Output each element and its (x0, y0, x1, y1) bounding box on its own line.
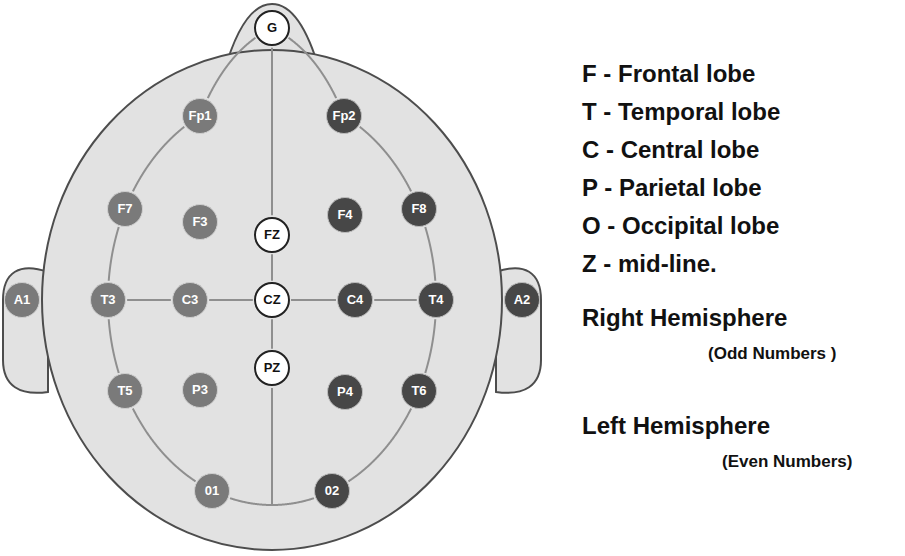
electrode-label: P3 (192, 383, 208, 397)
electrode-label: A2 (514, 293, 531, 307)
electrode-label: Fp2 (332, 109, 355, 123)
electrode: A2 (504, 282, 540, 318)
electrode: A1 (4, 282, 40, 318)
electrode-link (109, 227, 119, 281)
electrode-link (271, 48, 273, 215)
hemisphere-heading: Right Hemisphere (582, 304, 787, 332)
electrode: T6 (401, 373, 437, 409)
lobe-key: F - Frontal lobe (582, 60, 755, 88)
electrode-link (289, 38, 337, 98)
electrode-label: T5 (117, 384, 132, 398)
midline-electrode: G (254, 10, 290, 46)
midline-electrode: CZ (254, 282, 290, 318)
electrode-label: F7 (117, 202, 132, 216)
electrode: 02 (314, 473, 350, 509)
lobe-key: Z - mid-line. (582, 250, 717, 278)
electrode-label: G (267, 21, 277, 35)
electrode-label: F8 (411, 202, 426, 216)
electrode-label: C4 (347, 293, 364, 307)
electrode: C4 (337, 282, 373, 318)
hemisphere-note: (Odd Numbers ) (708, 344, 836, 364)
electrode: F3 (182, 204, 218, 240)
electrode-link (209, 299, 253, 301)
electrode: T4 (418, 282, 454, 318)
electrode-link (271, 254, 273, 281)
electrode-link (230, 498, 314, 505)
electrode-label: T4 (428, 293, 443, 307)
electrode-label: T6 (411, 384, 426, 398)
electrode-link (360, 127, 411, 192)
electrode-link (425, 227, 435, 281)
electrode-link (208, 38, 256, 98)
electrode-link (425, 319, 435, 373)
electrode-label: T3 (100, 293, 115, 307)
left-ear (3, 268, 48, 393)
lobe-key: C - Central lobe (582, 136, 759, 164)
electrode-link (109, 319, 119, 373)
electrode-label: PZ (264, 361, 281, 375)
electrode-link (374, 299, 417, 301)
electrode: P3 (182, 372, 218, 408)
electrode-link (133, 127, 184, 192)
electrode-label: F4 (337, 208, 352, 222)
midline-line (271, 388, 273, 505)
electrode-label: 01 (205, 484, 219, 498)
electrode-label: Fp1 (188, 109, 211, 123)
hemisphere-note: (Even Numbers) (722, 452, 852, 472)
hemisphere-heading: Left Hemisphere (582, 412, 770, 440)
electrode-label: F3 (192, 215, 207, 229)
electrode: F7 (107, 191, 143, 227)
electrode: T3 (90, 282, 126, 318)
electrode-label: C3 (182, 293, 199, 307)
electrode-label: FZ (264, 228, 280, 242)
electrode: F4 (327, 197, 363, 233)
lobe-key: T - Temporal lobe (582, 98, 780, 126)
electrode: F8 (401, 191, 437, 227)
midline-electrode: FZ (254, 217, 290, 253)
electrode-label: 02 (325, 484, 339, 498)
electrode-link (291, 299, 336, 301)
electrode: 01 (194, 473, 230, 509)
electrode: T5 (107, 373, 143, 409)
electrode-label: CZ (263, 293, 280, 307)
electrode: C3 (172, 282, 208, 318)
electrode-link (133, 409, 196, 482)
electrode: Fp1 (182, 98, 218, 134)
midline-electrode: PZ (254, 350, 290, 386)
right-ear (496, 268, 541, 393)
electrode-label: A1 (14, 293, 31, 307)
electrode: Fp2 (326, 98, 362, 134)
electrode-link (348, 409, 411, 482)
electrode: P4 (327, 374, 363, 410)
electrode-label: P4 (337, 385, 353, 399)
lobe-key: P - Parietal lobe (582, 174, 762, 202)
lobe-key: O - Occipital lobe (582, 212, 779, 240)
electrode-link (127, 299, 171, 301)
electrode-link (271, 319, 273, 348)
